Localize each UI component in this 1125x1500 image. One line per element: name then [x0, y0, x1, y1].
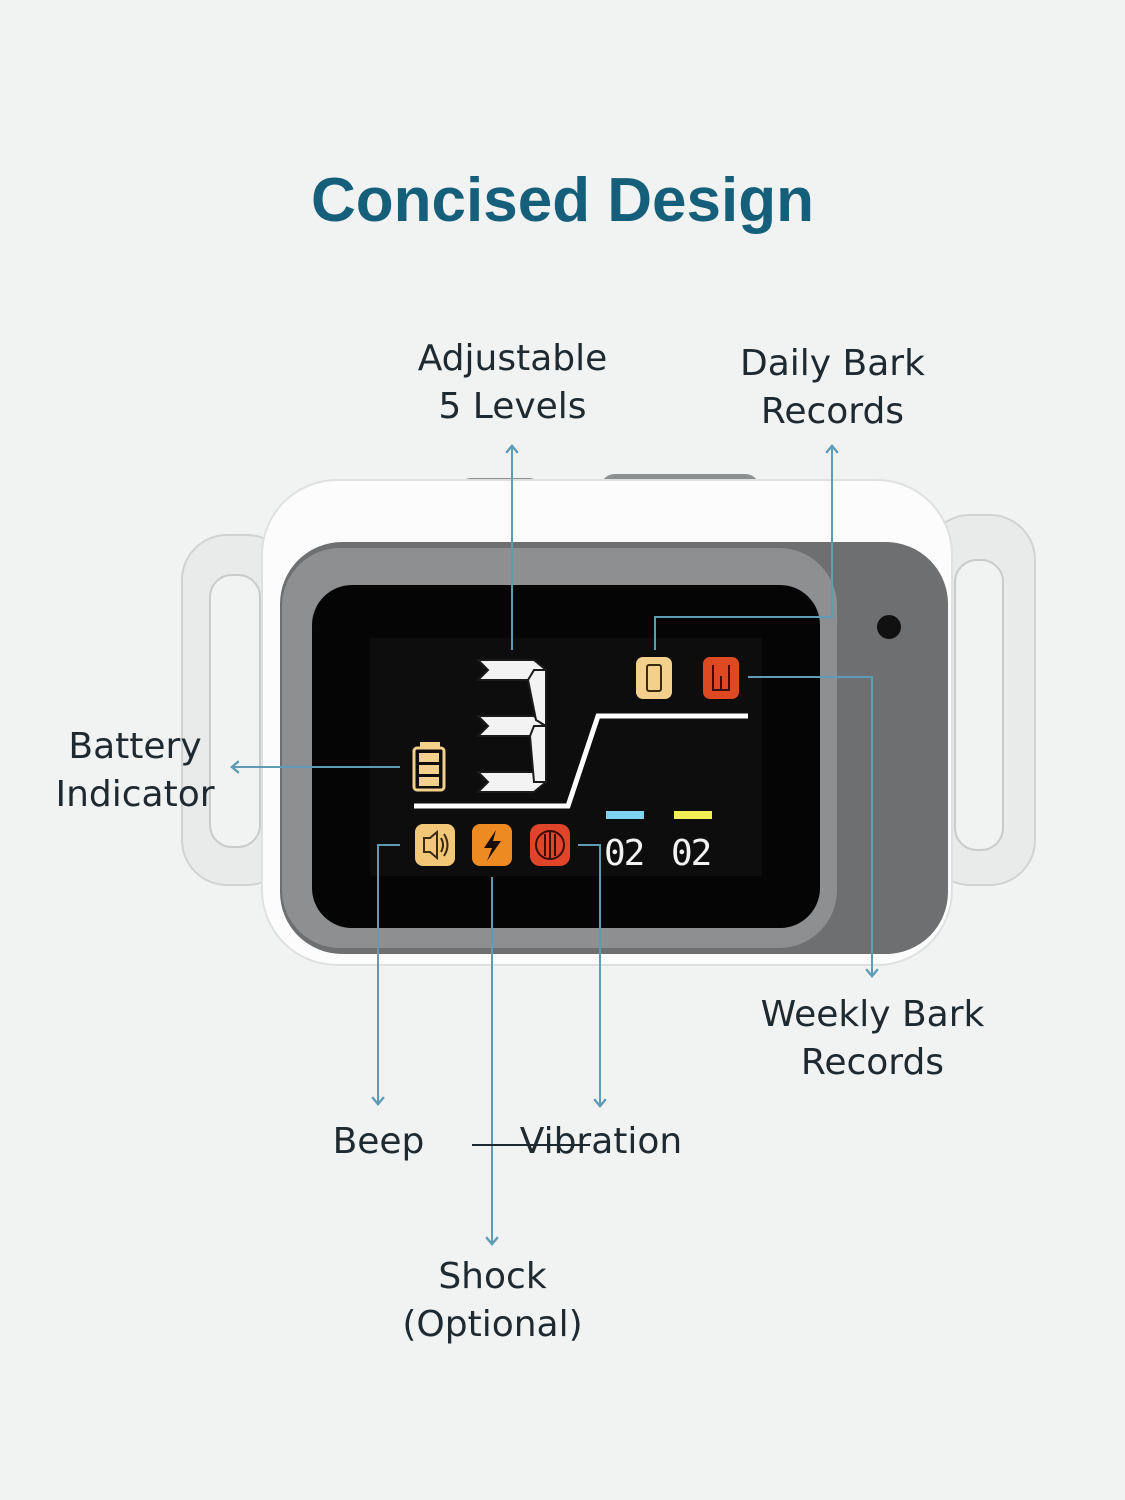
- page-title: Concised Design: [311, 166, 814, 235]
- battery-icon: [412, 742, 446, 792]
- count-2-value: 02: [671, 833, 710, 874]
- shock-mode-icon: [472, 824, 512, 866]
- vibration-label: Vibration: [519, 1121, 683, 1162]
- daily-bark-records-label: Daily Bark Records: [740, 343, 925, 432]
- level-digit-value: 3: [0, 0, 1, 1]
- beep-mode-icon: [415, 824, 455, 866]
- count-1-bar: [606, 811, 644, 819]
- vibration-mode-icon: [530, 824, 570, 866]
- device-body: [261, 479, 953, 966]
- level-digit: [475, 659, 548, 793]
- count-2-bar: [674, 811, 712, 819]
- level-slope-line: [414, 713, 748, 809]
- daily-record-icon: 0: [636, 657, 672, 699]
- weekly-record-icon: W: [703, 657, 739, 699]
- battery-indicator-label: Battery Indicator: [55, 726, 215, 815]
- beep-label: Beep: [332, 1121, 425, 1162]
- adjustable-levels-label: Adjustable 5 Levels: [417, 338, 608, 427]
- callout-lines: [230, 444, 879, 1246]
- weekly-bark-records-label: Weekly Bark Records: [760, 994, 985, 1083]
- shock-optional-label: Shock (Optional): [402, 1256, 583, 1345]
- sensor-hole: [877, 615, 901, 639]
- count-1-value: 02: [604, 833, 643, 874]
